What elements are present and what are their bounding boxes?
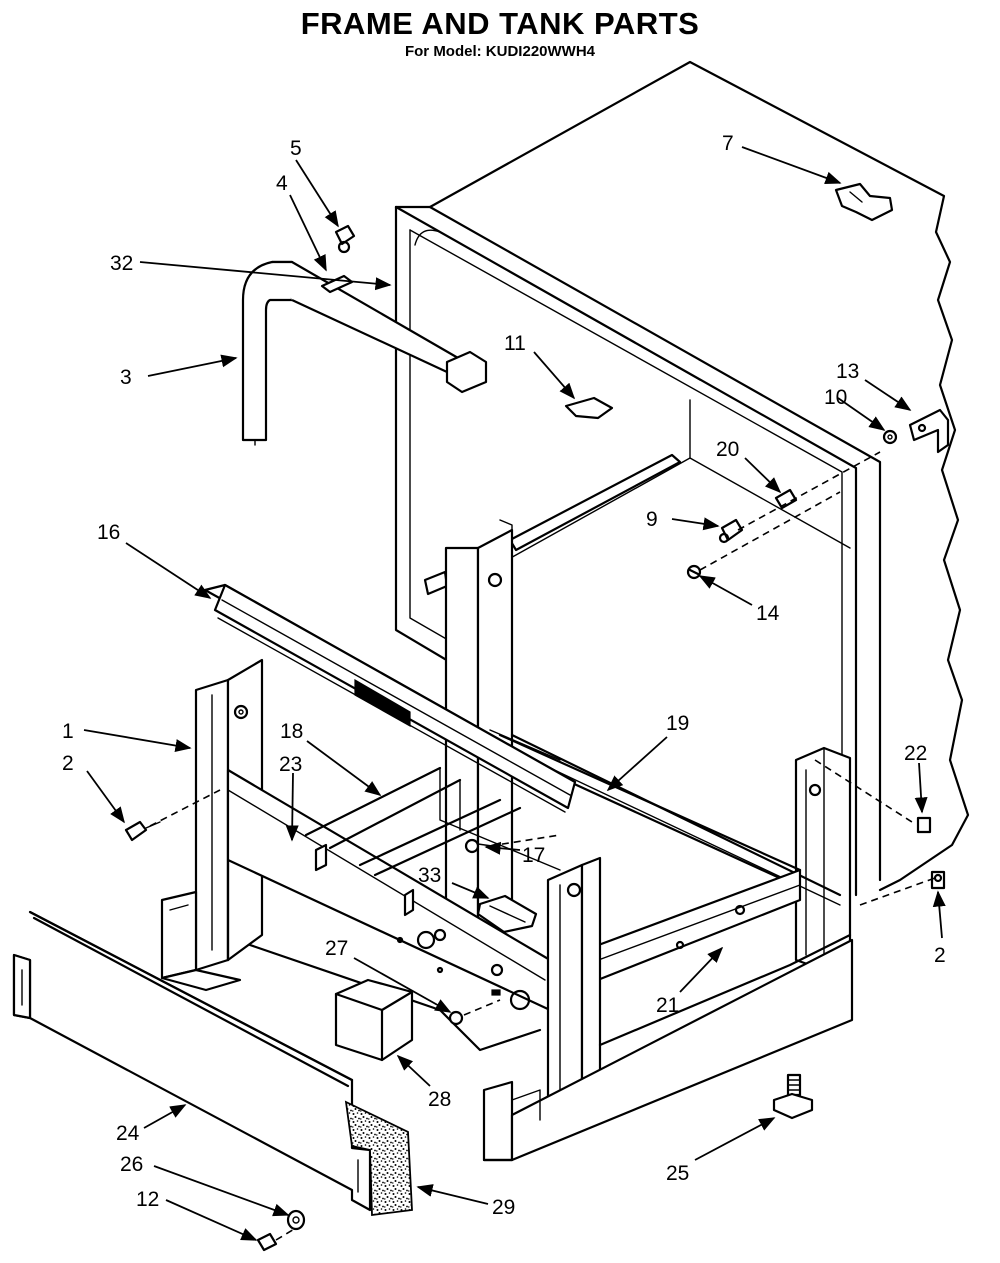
callout-24: 24 xyxy=(116,1122,140,1145)
callout-25: 25 xyxy=(666,1162,689,1185)
callout-20: 20 xyxy=(716,438,739,461)
assembly-lines xyxy=(149,451,936,1241)
callout-26: 26 xyxy=(120,1153,143,1176)
callout-33: 33 xyxy=(418,864,441,887)
callout-leaders xyxy=(83,146,946,1241)
callout-9: 9 xyxy=(646,508,658,531)
callout-29: 29 xyxy=(492,1196,515,1219)
callout-13: 13 xyxy=(836,360,859,383)
hardware-parts xyxy=(124,182,950,1252)
part-3-bracket xyxy=(241,260,488,446)
callout-32: 32 xyxy=(110,252,133,275)
callout-27: 27 xyxy=(325,937,348,960)
model-subtitle: For Model: KUDI220WWH4 xyxy=(404,43,595,60)
callout-5: 5 xyxy=(290,137,302,160)
callout-2-left: 2 xyxy=(62,752,74,775)
callout-2-right: 2 xyxy=(934,944,946,967)
callout-28: 28 xyxy=(428,1088,451,1111)
callout-23: 23 xyxy=(279,753,302,776)
callout-14: 14 xyxy=(756,602,780,625)
callout-4: 4 xyxy=(276,172,288,195)
base-frame xyxy=(160,658,854,1162)
diagram-title: FRAME AND TANK PARTS xyxy=(300,6,700,41)
callout-11: 11 xyxy=(504,332,526,355)
callout-10: 10 xyxy=(824,386,847,409)
callout-21: 21 xyxy=(656,994,679,1017)
callout-19: 19 xyxy=(666,712,689,735)
callout-7: 7 xyxy=(722,132,734,155)
part-16-front-rail xyxy=(203,583,577,813)
tank-assembly xyxy=(394,60,970,972)
callout-3: 3 xyxy=(120,366,132,389)
callout-16: 16 xyxy=(97,521,120,544)
callout-1: 1 xyxy=(62,720,74,743)
part-29-insulation xyxy=(344,1100,413,1217)
callout-17: 17 xyxy=(522,844,545,867)
callout-labels: 5 4 3 32 7 11 10 13 20 9 14 16 1 2 18 23… xyxy=(62,132,946,1219)
callout-18: 18 xyxy=(280,720,303,743)
callout-22: 22 xyxy=(904,742,927,765)
callout-12: 12 xyxy=(136,1188,159,1211)
